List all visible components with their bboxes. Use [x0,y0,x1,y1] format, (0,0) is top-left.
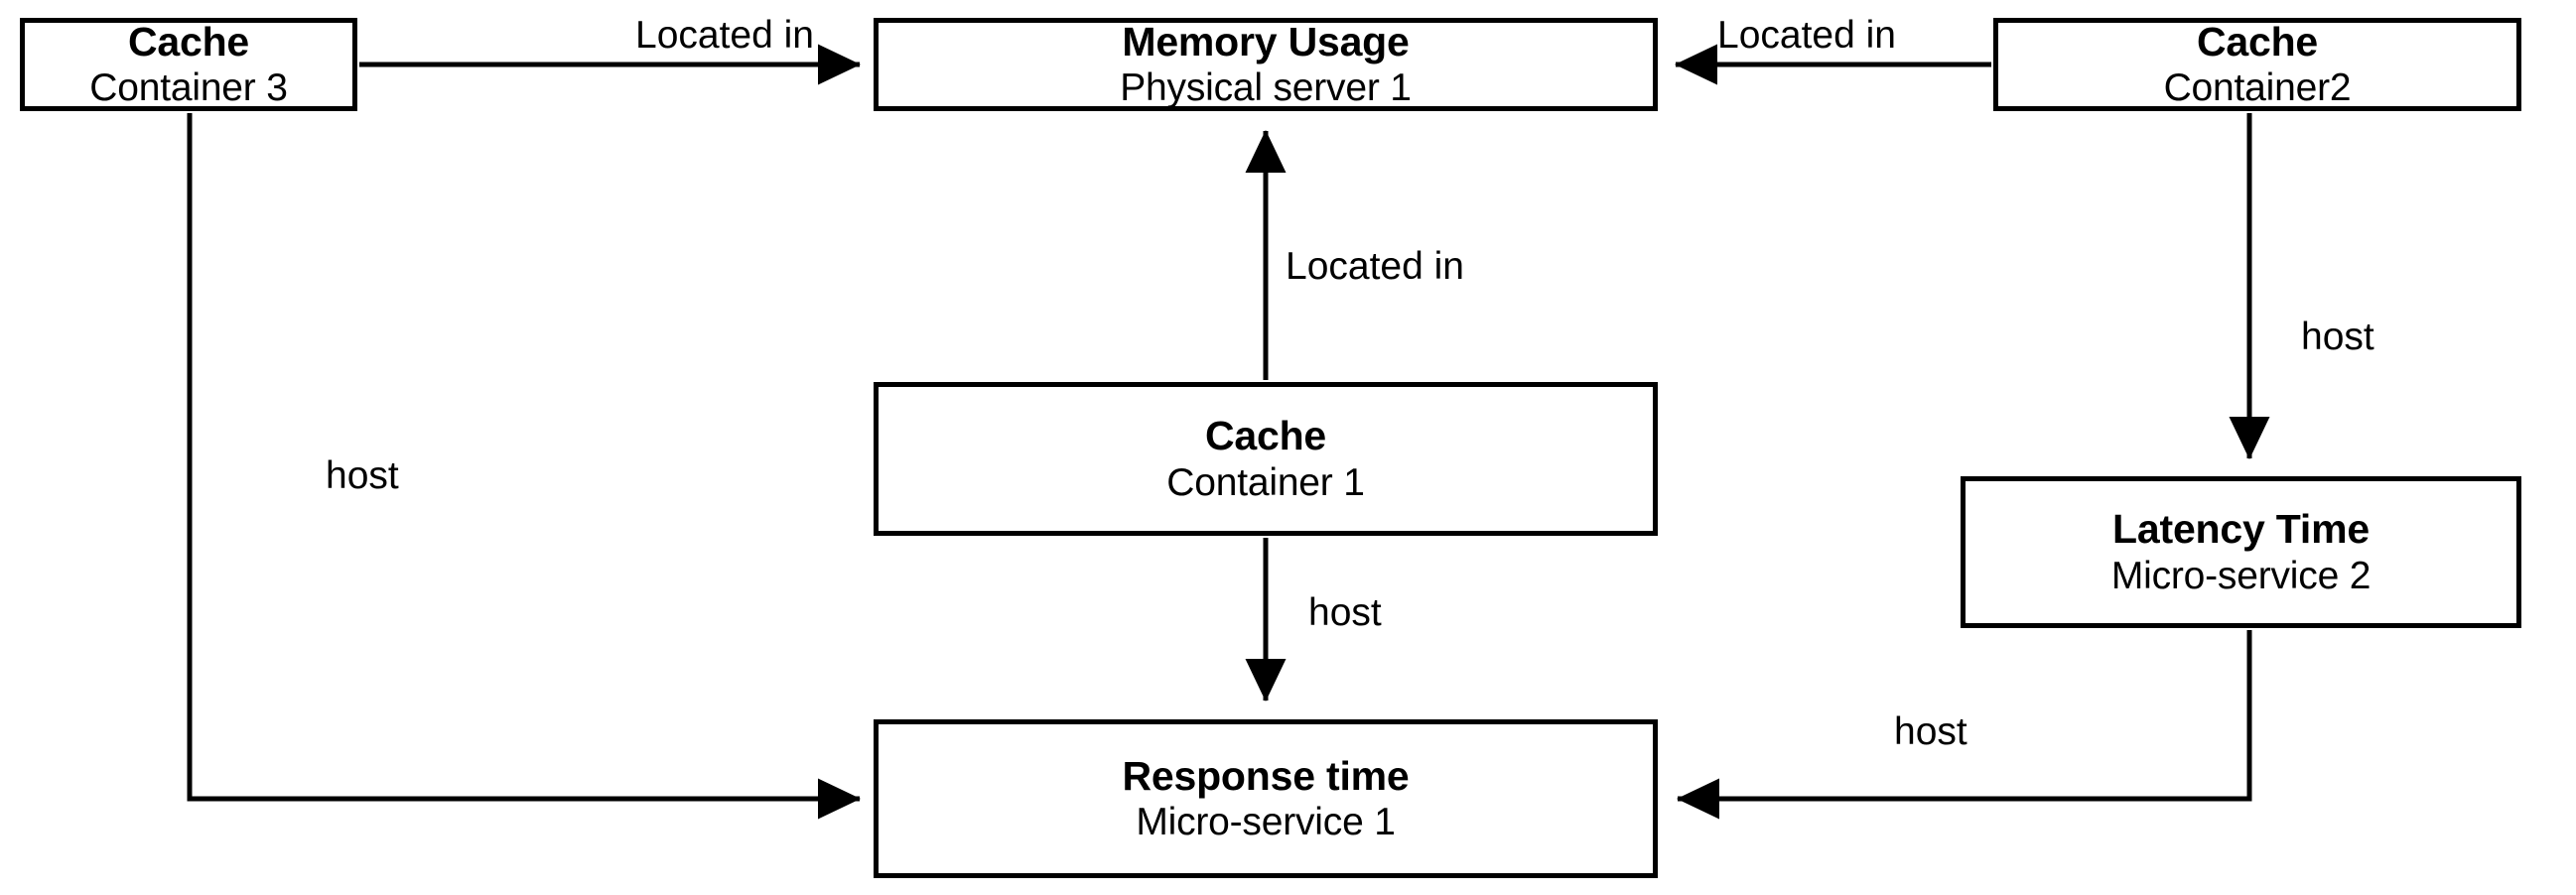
node-title: Cache [2196,18,2319,64]
node-subtitle: Container 1 [1166,460,1365,504]
edge-label-cache1-response-time: host [1308,591,1382,634]
edge-label-cache2-latency-time: host [2301,316,2374,358]
edge-label-cache3-response-time: host [326,454,399,497]
node-cache-container-1[interactable]: Cache Container 1 [874,382,1658,536]
node-subtitle: Container2 [2163,66,2352,110]
node-subtitle: Physical server 1 [1120,66,1412,110]
node-title: Cache [127,18,250,64]
node-memory-usage[interactable]: Memory Usage Physical server 1 [874,18,1658,111]
node-cache-container-2[interactable]: Cache Container2 [1993,18,2521,111]
edge-cache3-to-response-time [187,113,862,820]
node-cache-container-3[interactable]: Cache Container 3 [20,18,357,111]
edge-label-latency-time-response-time: host [1894,710,1967,753]
node-title: Cache [1204,413,1327,459]
node-subtitle: Micro-service 1 [1136,801,1396,844]
node-title: Memory Usage [1122,18,1410,64]
edge-label-cache2-memory-usage: Located in [1717,14,1896,57]
node-subtitle: Container 3 [89,66,288,110]
node-subtitle: Micro-service 2 [2110,554,2372,597]
node-response-time[interactable]: Response time Micro-service 1 [874,719,1658,878]
edge-label-cache1-memory-usage: Located in [1286,245,1464,288]
node-title: Latency Time [2112,506,2370,553]
node-title: Response time [1122,752,1410,799]
edge-label-cache3-memory-usage: Located in [635,14,814,57]
node-latency-time[interactable]: Latency Time Micro-service 2 [1961,476,2521,628]
